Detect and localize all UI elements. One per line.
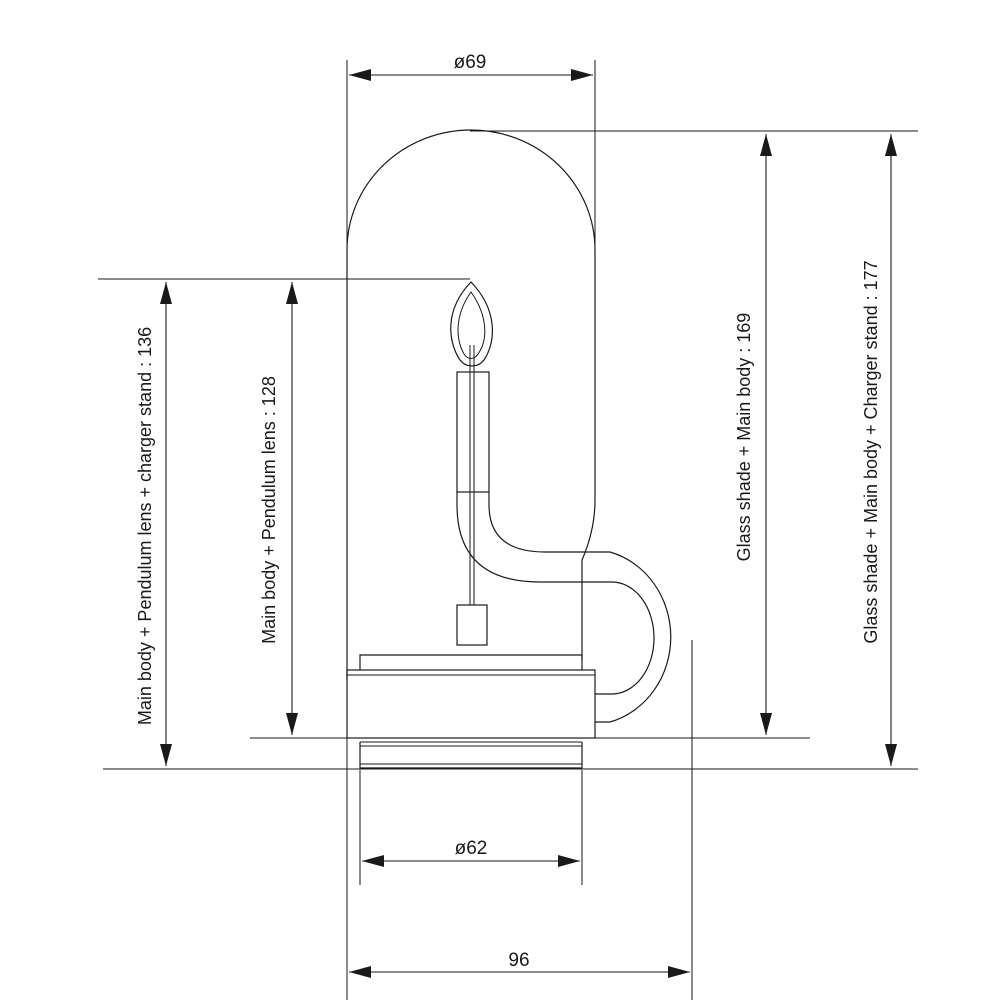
main-body (346, 669, 596, 739)
dimension-height-169: Glass shade + Main body : 169 (734, 134, 772, 735)
top-width-label: ø69 (454, 52, 487, 73)
dimension-overall-width: 96 (349, 950, 690, 978)
overall-width-label: 96 (508, 950, 529, 971)
height-128-label: Main body + Pendulum lens : 128 (259, 376, 279, 644)
pendulum-arm-left (456, 492, 655, 695)
dimension-top-width: ø69 (349, 52, 593, 81)
dimension-height-128: Main body + Pendulum lens : 128 (259, 282, 298, 735)
glass-shade-outline (346, 129, 596, 680)
height-136-label: Main body + Pendulum lens + charger stan… (135, 327, 155, 725)
flame-outer (450, 281, 493, 367)
pendulum-arm-right (488, 492, 672, 723)
charger-stand (359, 742, 583, 769)
pendulum-weight (456, 604, 488, 646)
dimension-height-177: Glass shade + Main body + Charger stand … (861, 134, 897, 766)
height-169-label: Glass shade + Main body : 169 (734, 313, 754, 562)
base-width-label: ø62 (455, 838, 488, 859)
base-cap (359, 654, 583, 670)
dimension-height-136: Main body + Pendulum lens + charger stan… (135, 282, 172, 766)
height-177-label: Glass shade + Main body + Charger stand … (861, 260, 881, 643)
candle-rod (456, 371, 490, 493)
extension-lines (98, 60, 918, 1000)
dimension-base-width: ø62 (362, 838, 580, 867)
lamp-drawing (346, 129, 918, 769)
flame-inner (457, 291, 486, 359)
